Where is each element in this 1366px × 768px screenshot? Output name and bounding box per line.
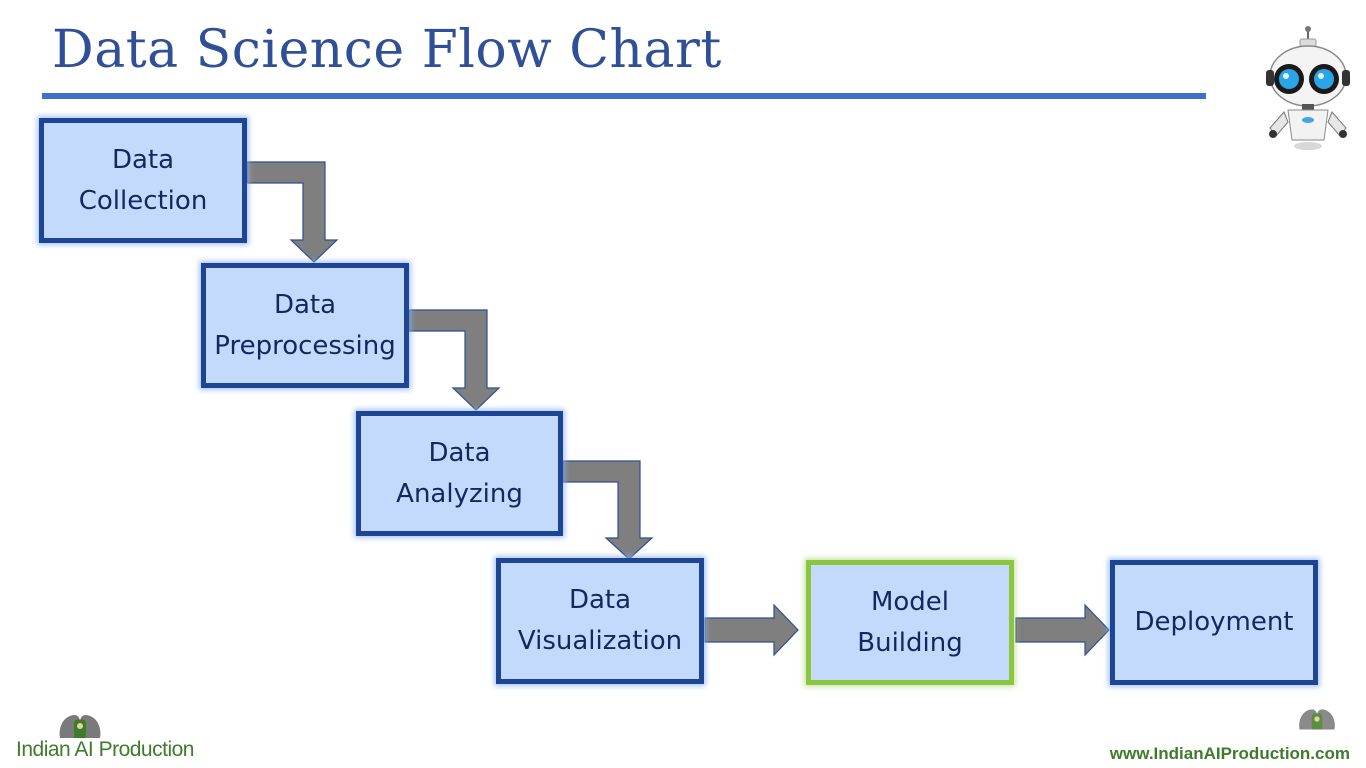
title-underline [42,93,1206,99]
step-model-building: Model Building [806,560,1014,685]
brand-logo: Indian AI Production [14,712,194,766]
robot-icon [1266,26,1350,150]
elbow-arrow-2 [408,309,501,411]
right-arrow-1 [704,603,799,657]
elbow-arrow-3 [562,460,654,560]
brand-logo-text: Indian AI Production [16,738,194,761]
website-url[interactable]: www.IndianAIProduction.com [1109,744,1350,763]
step-data-preprocessing: Data Preprocessing [201,263,409,388]
right-arrow-2 [1015,603,1110,657]
step-data-collection: Data Collection [39,118,247,243]
brand-logo-icon [59,715,101,738]
step-deployment: Deployment [1110,560,1318,685]
elbow-arrow-1 [246,161,339,263]
step-data-visualization: Data Visualization [496,558,704,684]
step-data-analyzing: Data Analyzing [356,411,563,536]
brand-logo-small-icon [1299,709,1335,730]
slide-title: Data Science Flow Chart [52,20,722,80]
